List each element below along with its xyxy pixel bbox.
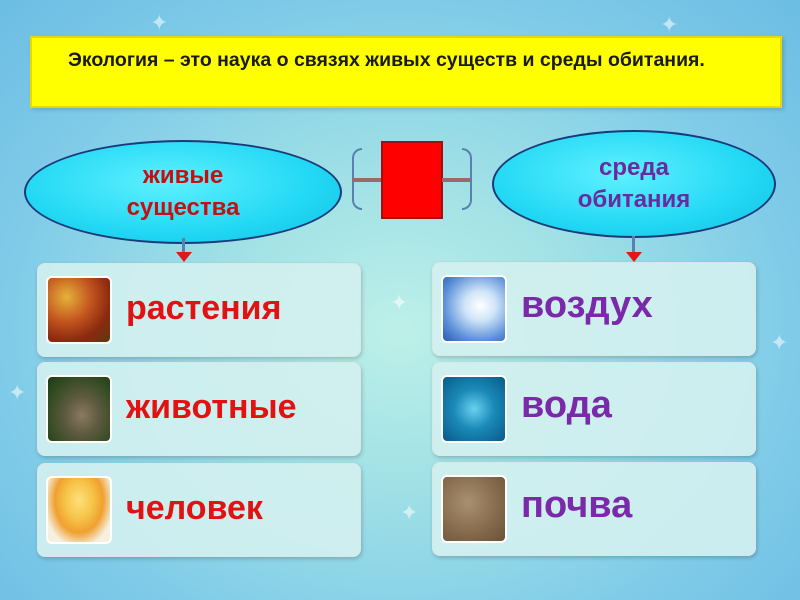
card-human: человек	[37, 463, 361, 557]
living-beings-title: живые существа	[126, 162, 240, 221]
link-line-right	[442, 178, 472, 182]
definition-text: Экология – это наука о связях живых суще…	[68, 49, 705, 71]
card-plants: растения	[37, 263, 361, 357]
sparkle-icon: ✦	[770, 330, 789, 355]
card-label-air: воздух	[521, 284, 653, 326]
sparkle-icon: ✦	[390, 290, 409, 315]
card-label-animals: животные	[126, 388, 297, 426]
card-water: вода	[432, 362, 756, 456]
sparkle-icon: ✦	[660, 12, 679, 37]
card-label-plants: растения	[126, 289, 282, 327]
sky-clouds-photo-icon	[441, 275, 507, 343]
card-air: воздух	[432, 262, 756, 356]
right-arrow-down-icon	[626, 252, 642, 262]
habitat-title: среда обитания	[577, 154, 691, 213]
card-label-water: вода	[521, 384, 612, 426]
left-arrow-down-icon	[176, 252, 192, 262]
definition-banner: Экология – это наука о связях живых суще…	[30, 36, 782, 108]
living-beings-oval: живые существа	[24, 140, 342, 244]
left-arrow-stem	[182, 238, 185, 252]
card-label-human: человек	[126, 489, 263, 527]
sparkle-icon: ✦	[8, 380, 27, 405]
link-red-box	[381, 141, 443, 219]
right-bracket	[462, 148, 472, 210]
sparkle-icon: ✦	[150, 10, 169, 35]
soil-photo-icon	[441, 475, 507, 543]
right-arrow-stem	[632, 236, 635, 252]
child-photo-icon	[46, 476, 112, 544]
habitat-oval: среда обитания	[492, 130, 776, 238]
leaves-photo-icon	[46, 276, 112, 344]
sparkle-icon: ✦	[400, 500, 419, 525]
card-soil: почва	[432, 462, 756, 556]
card-animals: животные	[37, 362, 361, 456]
rabbit-photo-icon	[46, 375, 112, 443]
water-drop-photo-icon	[441, 375, 507, 443]
card-label-soil: почва	[521, 484, 633, 526]
link-line-left	[352, 178, 382, 182]
